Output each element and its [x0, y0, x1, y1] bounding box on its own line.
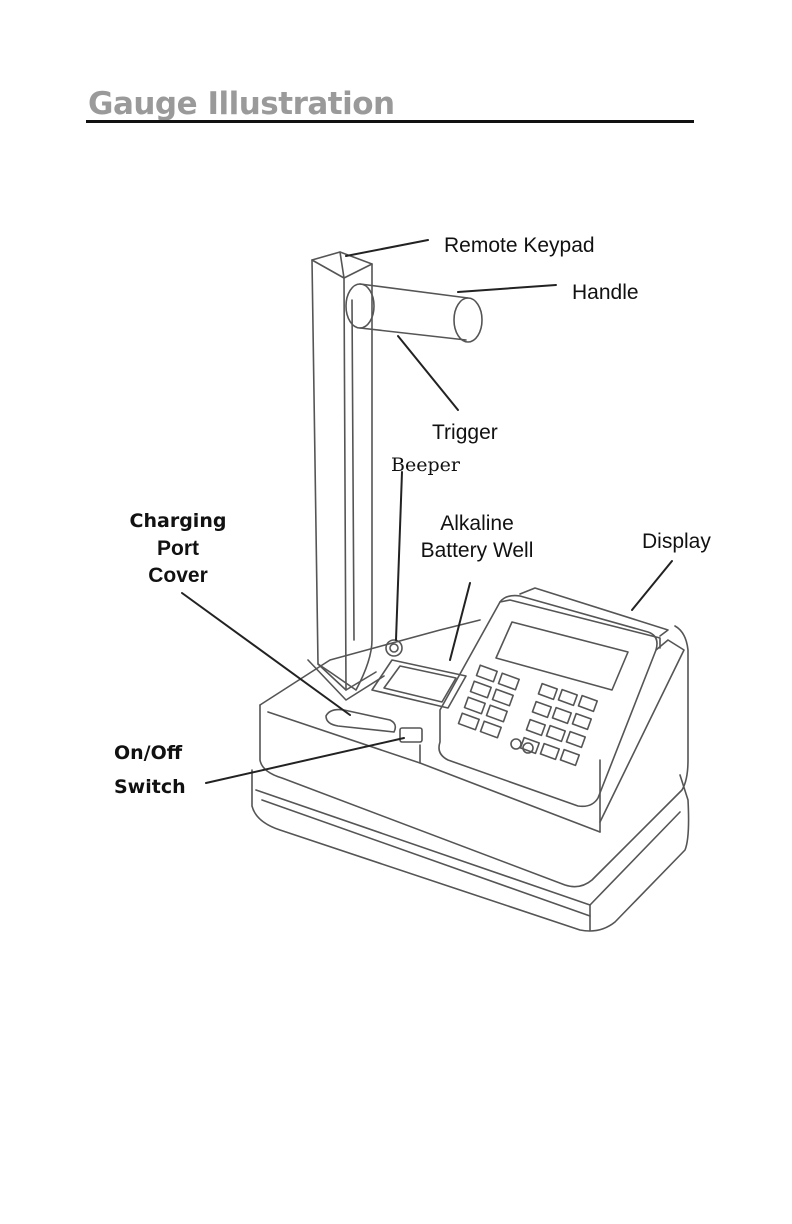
callout-alkaline-battery-well: Alkaline Battery Well — [402, 510, 552, 564]
callout-display: Display — [642, 528, 711, 555]
callout-handle: Handle — [572, 279, 639, 306]
gauge-column — [308, 252, 384, 700]
display-housing — [439, 588, 684, 822]
leader-on-off-switch — [206, 738, 404, 783]
leader-charging-port-cover — [182, 593, 350, 715]
callout-switch-line-2: Switch — [114, 770, 186, 804]
leader-remote-keypad — [346, 240, 428, 256]
leader-trigger — [398, 336, 458, 410]
callout-beeper: Beeper — [391, 452, 460, 479]
callout-battery-line-1: Alkaline — [402, 510, 552, 537]
display-screen — [496, 622, 628, 690]
callout-battery-line-2: Battery Well — [402, 537, 552, 564]
charging-port-cover — [326, 710, 395, 732]
leader-alkaline-battery-well — [450, 583, 470, 660]
leader-display — [632, 561, 672, 610]
callout-charging-line-3: Cover — [110, 562, 246, 589]
callout-charging-line-2: Port — [110, 535, 246, 562]
callout-on-off-switch: On/Off Switch — [114, 736, 186, 804]
gauge-base-tray — [252, 770, 689, 931]
callout-trigger: Trigger — [432, 419, 498, 446]
callout-remote-keypad: Remote Keypad — [444, 232, 595, 259]
callout-switch-line-1: On/Off — [114, 736, 186, 770]
on-off-switch-shape — [400, 728, 422, 742]
callout-charging-port-cover: Charging Port Cover — [110, 508, 246, 589]
leader-handle — [458, 285, 556, 292]
callout-charging-line-1: Charging — [110, 508, 246, 535]
battery-well — [372, 660, 466, 708]
